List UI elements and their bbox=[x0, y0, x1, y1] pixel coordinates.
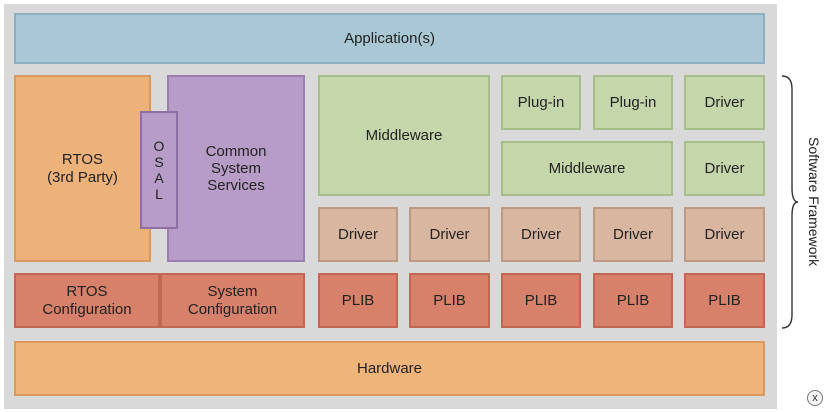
system-configuration-block: System Configuration bbox=[160, 273, 305, 328]
middleware-block-main: Middleware bbox=[318, 75, 490, 196]
plugin-block-1: Plug-in bbox=[501, 75, 581, 130]
osal-letter: S bbox=[154, 153, 164, 170]
driver-block: Driver bbox=[501, 207, 581, 262]
driver-block: Driver bbox=[409, 207, 490, 262]
rtos-configuration-label: RTOS Configuration bbox=[42, 283, 132, 318]
hardware-label: Hardware bbox=[356, 359, 423, 377]
driver-label: Driver bbox=[613, 225, 653, 243]
middleware-secondary-label: Middleware bbox=[548, 159, 626, 177]
plib-label: PLIB bbox=[616, 291, 650, 309]
driver-block-top-2: Driver bbox=[684, 141, 765, 196]
plib-label: PLIB bbox=[341, 291, 375, 309]
driver-top-1-label: Driver bbox=[704, 93, 745, 111]
driver-label: Driver bbox=[429, 225, 470, 243]
rtos-block: RTOS (3rd Party) bbox=[14, 75, 151, 262]
osal-letter: L bbox=[155, 186, 163, 203]
driver-block: Driver bbox=[318, 207, 398, 262]
rtos-configuration-block: RTOS Configuration bbox=[14, 273, 160, 328]
plib-block: PLIB bbox=[409, 273, 490, 328]
middleware-block-secondary: Middleware bbox=[501, 141, 673, 196]
plugin-block-2: Plug-in bbox=[593, 75, 673, 130]
plugin-2-label: Plug-in bbox=[609, 93, 657, 111]
plib-label: PLIB bbox=[708, 291, 741, 309]
driver-block-top-1: Driver bbox=[684, 75, 765, 130]
software-framework-label: Software Framework bbox=[802, 75, 826, 329]
middleware-main-label: Middleware bbox=[365, 126, 443, 144]
osal-block: O S A L bbox=[140, 111, 178, 229]
software-framework-text: Software Framework bbox=[806, 137, 822, 267]
common-system-services-block: Common System Services bbox=[167, 75, 305, 262]
driver-block: Driver bbox=[593, 207, 673, 262]
application-block: Application(s) bbox=[14, 13, 765, 64]
framework-bracket bbox=[781, 75, 799, 329]
plib-block: PLIB bbox=[684, 273, 765, 328]
driver-top-2-label: Driver bbox=[704, 159, 745, 177]
osal-letter: O bbox=[153, 137, 165, 154]
driver-label: Driver bbox=[338, 225, 378, 243]
plib-label: PLIB bbox=[433, 291, 466, 309]
driver-block: Driver bbox=[684, 207, 765, 262]
common-system-services-label: Common System Services bbox=[205, 142, 267, 195]
application-label: Application(s) bbox=[344, 29, 435, 47]
hardware-block: Hardware bbox=[14, 341, 765, 396]
plib-label: PLIB bbox=[524, 291, 558, 309]
plugin-1-label: Plug-in bbox=[517, 93, 565, 111]
plib-block: PLIB bbox=[501, 273, 581, 328]
driver-label: Driver bbox=[704, 225, 745, 243]
close-icon[interactable]: x bbox=[807, 390, 823, 406]
driver-label: Driver bbox=[521, 225, 561, 243]
architecture-diagram: Application(s) RTOS (3rd Party) Common S… bbox=[4, 4, 777, 409]
osal-letter: A bbox=[154, 170, 164, 186]
plib-block: PLIB bbox=[593, 273, 673, 328]
plib-block: PLIB bbox=[318, 273, 398, 328]
rtos-label: RTOS (3rd Party) bbox=[47, 151, 118, 186]
system-configuration-label: System Configuration bbox=[187, 283, 278, 318]
